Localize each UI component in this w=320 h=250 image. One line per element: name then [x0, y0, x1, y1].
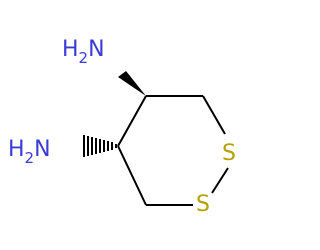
bond-c6-c5: [117, 145, 147, 206]
structure-svg: H2N H2N S S: [8, 37, 236, 217]
sulfur-label-bottom: S: [196, 192, 210, 217]
amine-top-sub: 2: [79, 49, 89, 67]
bond-c4-c5: [117, 95, 147, 147]
amine-label-top: H2N: [62, 37, 105, 67]
molecule-diagram: H2N H2N S S: [8, 37, 236, 217]
sulfur-label-top: S: [222, 141, 236, 166]
wedge-bond-top: [118, 71, 146, 96]
bond-c3-s2: [202, 95, 226, 135]
amine-label-bottom: H2N: [8, 137, 51, 167]
amine-top-n: N: [88, 37, 104, 62]
amine-top-h: H: [62, 37, 79, 62]
amine-bottom-n: N: [34, 137, 50, 162]
bond-s2-s1: [211, 167, 229, 194]
amine-bottom-sub: 2: [25, 149, 35, 167]
hash-bond-bottom: [83, 135, 117, 157]
amine-bottom-h: H: [8, 137, 25, 162]
